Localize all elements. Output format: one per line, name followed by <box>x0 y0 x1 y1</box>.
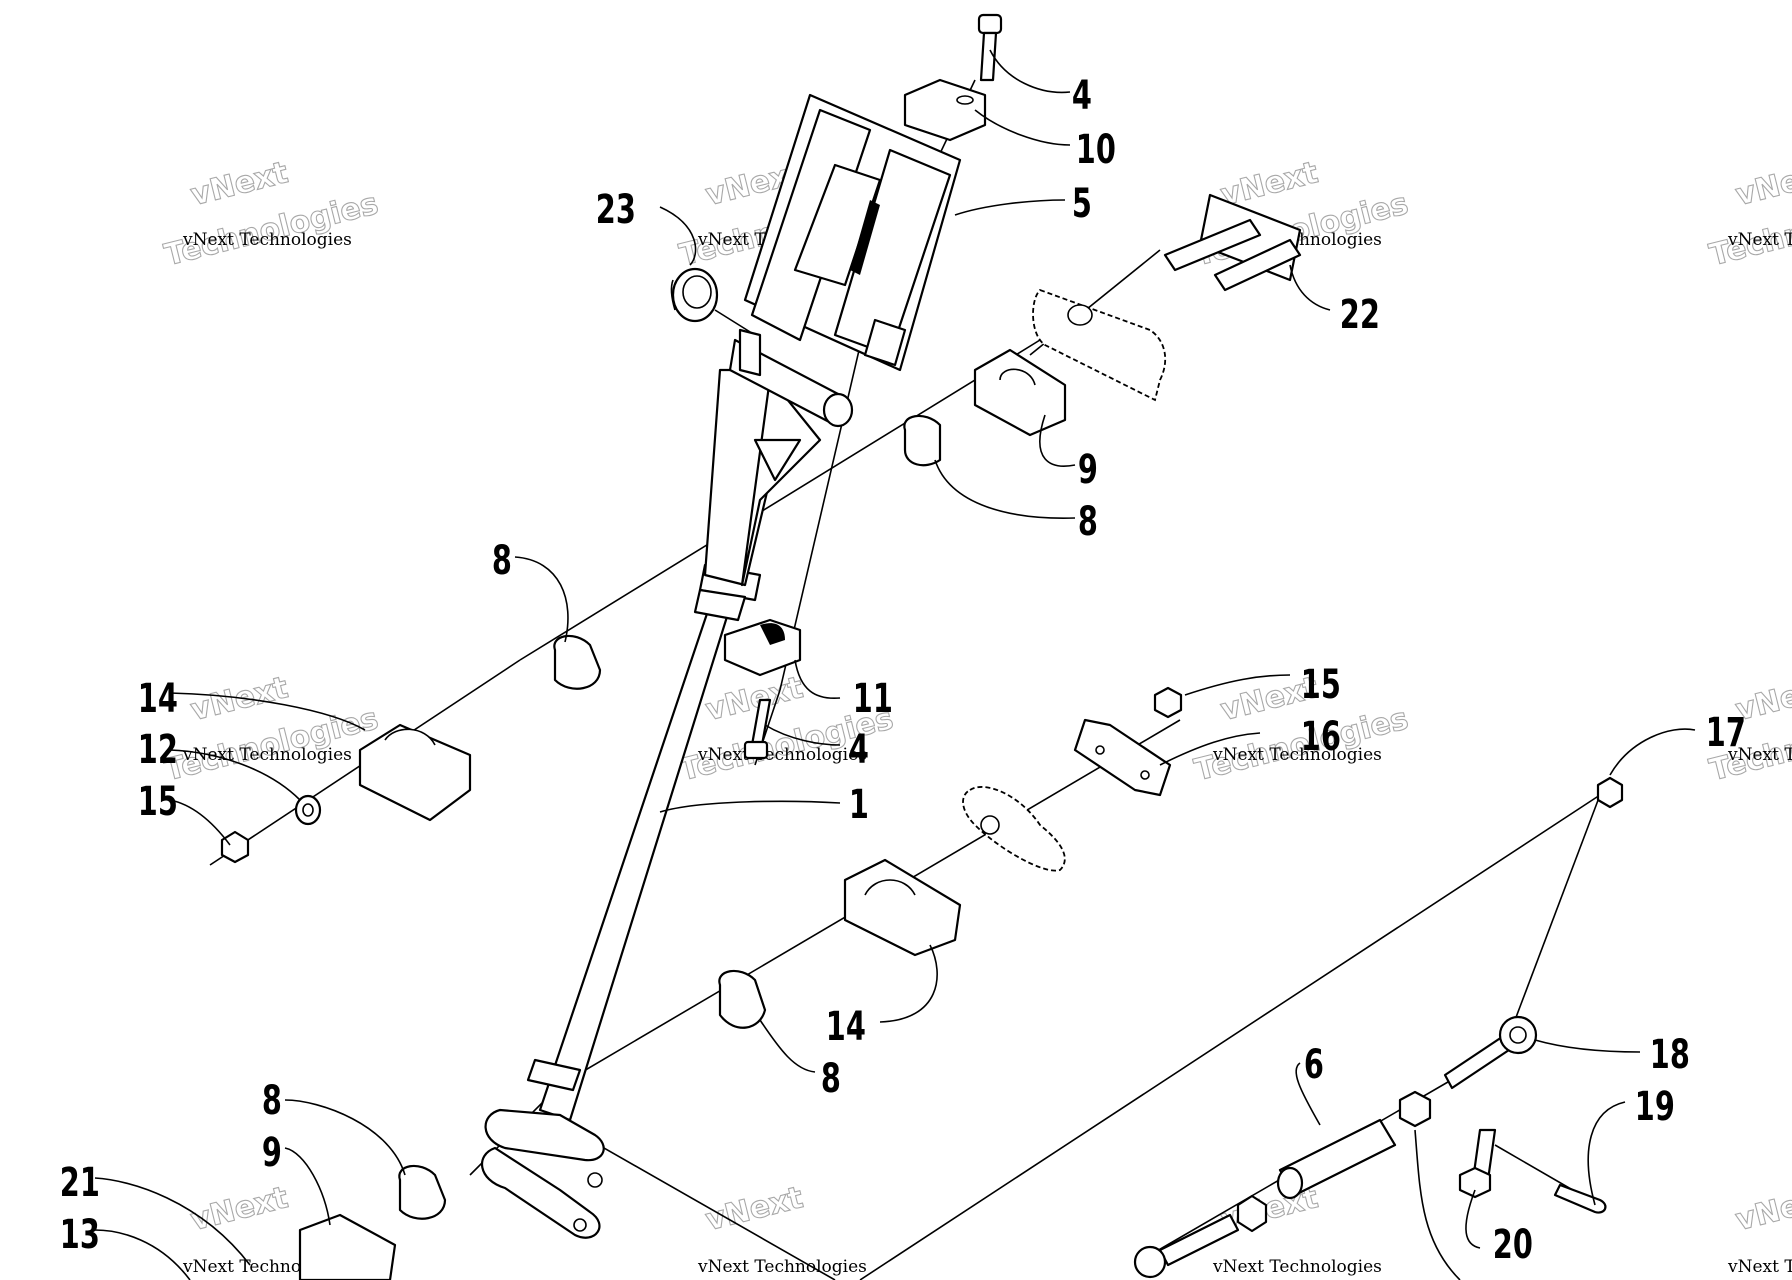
callouts: 4 10 5 23 22 9 8 8 11 4 1 15 16 14 12 15… <box>60 73 1746 1268</box>
steering-column <box>480 328 854 1239</box>
callout-8: 8 <box>492 538 512 584</box>
watermark-line1: vNext <box>187 1180 291 1238</box>
grommet <box>670 267 719 323</box>
watermark-7: vNext Technologies <box>1190 670 1412 789</box>
leader-lines <box>94 49 1696 1280</box>
tie-rod-sleeve <box>1276 1118 1397 1200</box>
callout-23: 23 <box>596 187 636 233</box>
top-clamp-block <box>903 78 987 142</box>
callout-14: 14 <box>826 1004 866 1050</box>
tie-rod-lower-nut <box>1236 1194 1268 1233</box>
watermark-1: vNext Technologies <box>160 155 382 274</box>
lower-left-bearing-block <box>298 1213 397 1280</box>
u-bolt-bracket <box>1163 193 1302 292</box>
watermark-line1: vNext <box>702 670 806 728</box>
lower-left-bearing-half <box>398 1164 447 1220</box>
watermark-line1: vNext <box>1732 1180 1792 1238</box>
mounting-plate-dashed <box>1032 288 1167 402</box>
left-nut <box>220 830 250 864</box>
mid-plate <box>1073 718 1172 797</box>
watermark-text: vNext Technologies <box>1727 1257 1792 1277</box>
upper-bearing-half <box>903 414 942 467</box>
rod-end <box>1443 1015 1538 1090</box>
watermark-text: vNext Technologies <box>1727 230 1792 250</box>
mid-bearing-half <box>718 969 767 1029</box>
rod-end-bolt <box>1458 1128 1497 1199</box>
lower-clamp-block <box>723 618 802 677</box>
watermark-text: vNext Technologies <box>1212 1257 1382 1277</box>
watermark-text: vNext Technologies <box>182 745 352 765</box>
watermark-line1: vNext <box>187 155 291 213</box>
callout-14: 14 <box>138 676 178 722</box>
tie-rod-nut-top <box>1596 776 1624 809</box>
tie-rod-jam-nut <box>1398 1090 1432 1128</box>
callout-17: 17 <box>1706 710 1746 756</box>
callout-8: 8 <box>821 1056 841 1102</box>
watermark-text: vNext Technologies <box>1727 745 1792 765</box>
watermark-10: vNext <box>702 1180 807 1239</box>
callout-8: 8 <box>1078 499 1098 545</box>
callout-21: 21 <box>60 1160 100 1206</box>
callout-18: 18 <box>1650 1032 1690 1078</box>
watermark-text: vNext Technologies <box>697 1257 867 1277</box>
callout-5: 5 <box>1072 181 1092 227</box>
watermark-text: vNext Technologies <box>697 745 867 765</box>
callout-9: 9 <box>262 1130 282 1176</box>
callout-22: 22 <box>1340 292 1380 338</box>
watermark-text: vNext Technologies <box>1212 745 1382 765</box>
callout-16: 16 <box>1301 714 1341 760</box>
callout-20: 20 <box>1493 1222 1533 1268</box>
upper-bearing-block <box>973 348 1067 437</box>
callout-15: 15 <box>1301 662 1341 708</box>
lower-bolt <box>743 698 772 760</box>
watermark-line1: vNext <box>1732 155 1792 213</box>
mid-nut <box>1153 686 1183 719</box>
steering-post <box>743 93 962 372</box>
watermark-9: vNext <box>187 1180 292 1239</box>
callout-10: 10 <box>1076 127 1116 173</box>
left-bearing-half <box>553 634 602 690</box>
callout-12: 12 <box>138 727 178 773</box>
cotter-pin <box>1553 1183 1607 1214</box>
callout-8: 8 <box>262 1078 282 1124</box>
callout-4: 4 <box>1072 73 1092 119</box>
callout-19: 19 <box>1635 1084 1675 1130</box>
left-bearing-block <box>358 723 472 822</box>
watermark-4: vNext Technologies <box>1705 155 1792 274</box>
left-washer <box>294 794 322 826</box>
mid-bearing-block <box>843 858 962 957</box>
callout-13: 13 <box>60 1212 100 1258</box>
lower-rod-end <box>1133 1213 1240 1279</box>
callout-15: 15 <box>138 779 178 825</box>
mid-plate-dashed <box>962 786 1066 872</box>
callout-6: 6 <box>1304 1042 1324 1088</box>
watermark-5: vNext Technologies <box>160 670 382 789</box>
watermark-line1: vNext <box>702 1180 806 1238</box>
callout-1: 1 <box>849 782 869 828</box>
watermark-line1: vNext <box>187 670 291 728</box>
callout-11: 11 <box>853 676 893 722</box>
top-bolt <box>977 13 1003 82</box>
watermark-12: vNext <box>1732 1180 1792 1239</box>
callout-9: 9 <box>1078 447 1098 493</box>
callout-4: 4 <box>849 727 869 773</box>
watermark-text: vNext Technologies <box>182 230 352 250</box>
